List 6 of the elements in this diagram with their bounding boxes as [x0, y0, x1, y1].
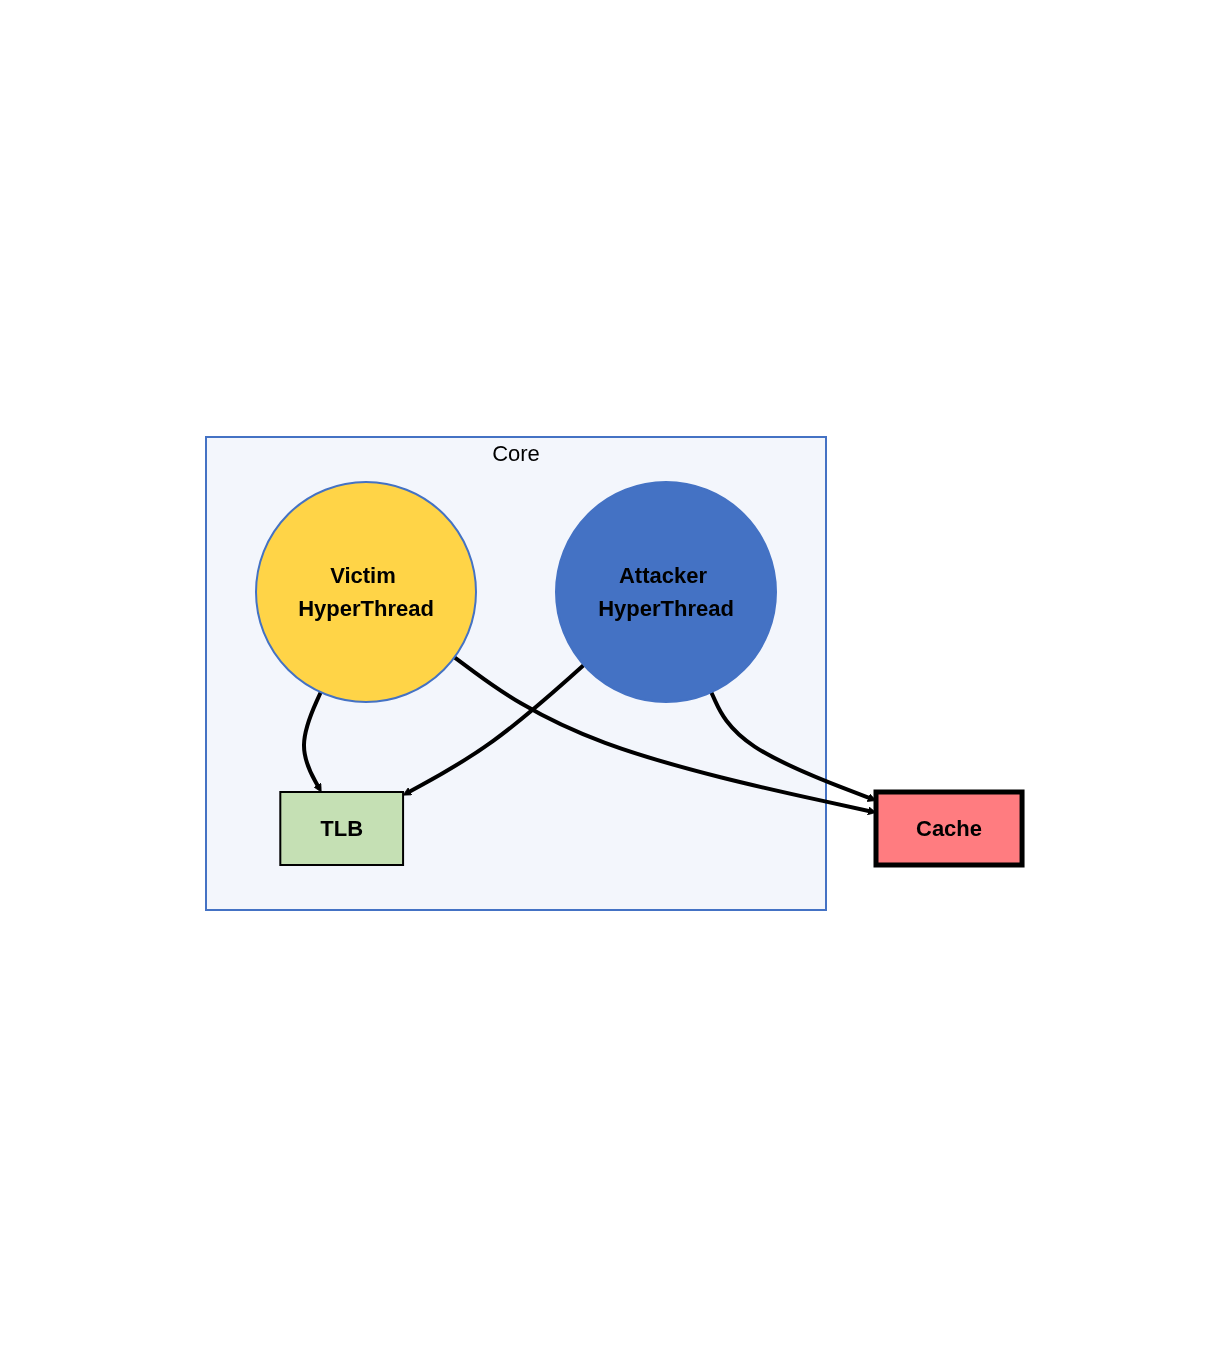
- arrow: [301, 691, 323, 793]
- node-box: Cache: [873, 789, 1025, 868]
- node-circle: Victim HyperThread: [254, 481, 477, 703]
- node-circle: Attacker HyperThread: [554, 481, 777, 703]
- arrow: [402, 663, 586, 796]
- node-box: TLB: [279, 791, 405, 866]
